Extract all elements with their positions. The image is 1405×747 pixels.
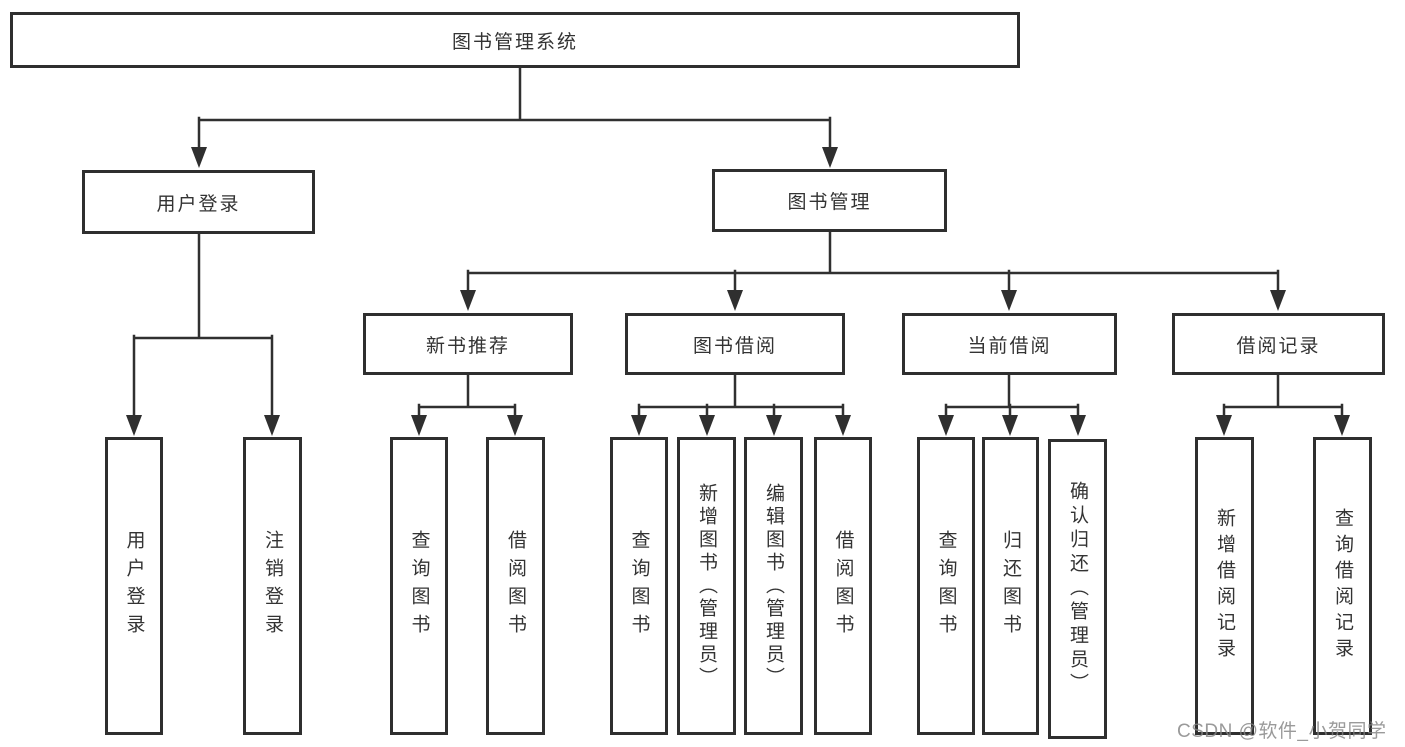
node-book-management: 图书管理 — [712, 169, 947, 232]
leaf-borrow-edit-books-admin: 编辑图书（管理员） — [744, 437, 803, 735]
connector-records-to-leaves — [1222, 373, 1344, 420]
connector-currentborrow-to-leaves — [944, 373, 1080, 420]
leaf-borrow-borrow-books: 借阅图书 — [814, 437, 872, 735]
connector-userlogin-to-leaves — [132, 232, 274, 420]
leaf-current-query-books: 查询图书 — [917, 437, 975, 735]
connector-bookmgmt-to-level3 — [466, 230, 1280, 295]
leaf-user-login: 用户登录 — [105, 437, 163, 735]
leaf-borrow-query-books: 查询图书 — [610, 437, 668, 735]
leaf-current-confirm-return-admin: 确认归还（管理员） — [1048, 439, 1107, 739]
node-borrow-records: 借阅记录 — [1172, 313, 1385, 375]
connector-newbook-to-leaves — [417, 373, 517, 420]
node-new-book-recommend: 新书推荐 — [363, 313, 573, 375]
arrowheads-level2 — [191, 147, 838, 168]
connector-root-to-level2 — [197, 66, 832, 152]
arrowheads-leaves — [126, 415, 1350, 436]
leaf-records-add-record: 新增借阅记录 — [1195, 437, 1254, 735]
leaf-current-return-books: 归还图书 — [982, 437, 1039, 735]
arrowheads-level3 — [460, 290, 1286, 311]
node-book-borrowing: 图书借阅 — [625, 313, 845, 375]
node-user-login: 用户登录 — [82, 170, 315, 234]
leaf-logout: 注销登录 — [243, 437, 302, 735]
connector-bookborrow-to-leaves — [637, 373, 845, 420]
leaf-newbook-query-books: 查询图书 — [390, 437, 448, 735]
leaf-records-query-record: 查询借阅记录 — [1313, 437, 1372, 735]
node-current-borrowing: 当前借阅 — [902, 313, 1117, 375]
node-root-system: 图书管理系统 — [10, 12, 1020, 68]
leaf-newbook-borrow-books: 借阅图书 — [486, 437, 545, 735]
leaf-borrow-add-books-admin: 新增图书（管理员） — [677, 437, 736, 735]
